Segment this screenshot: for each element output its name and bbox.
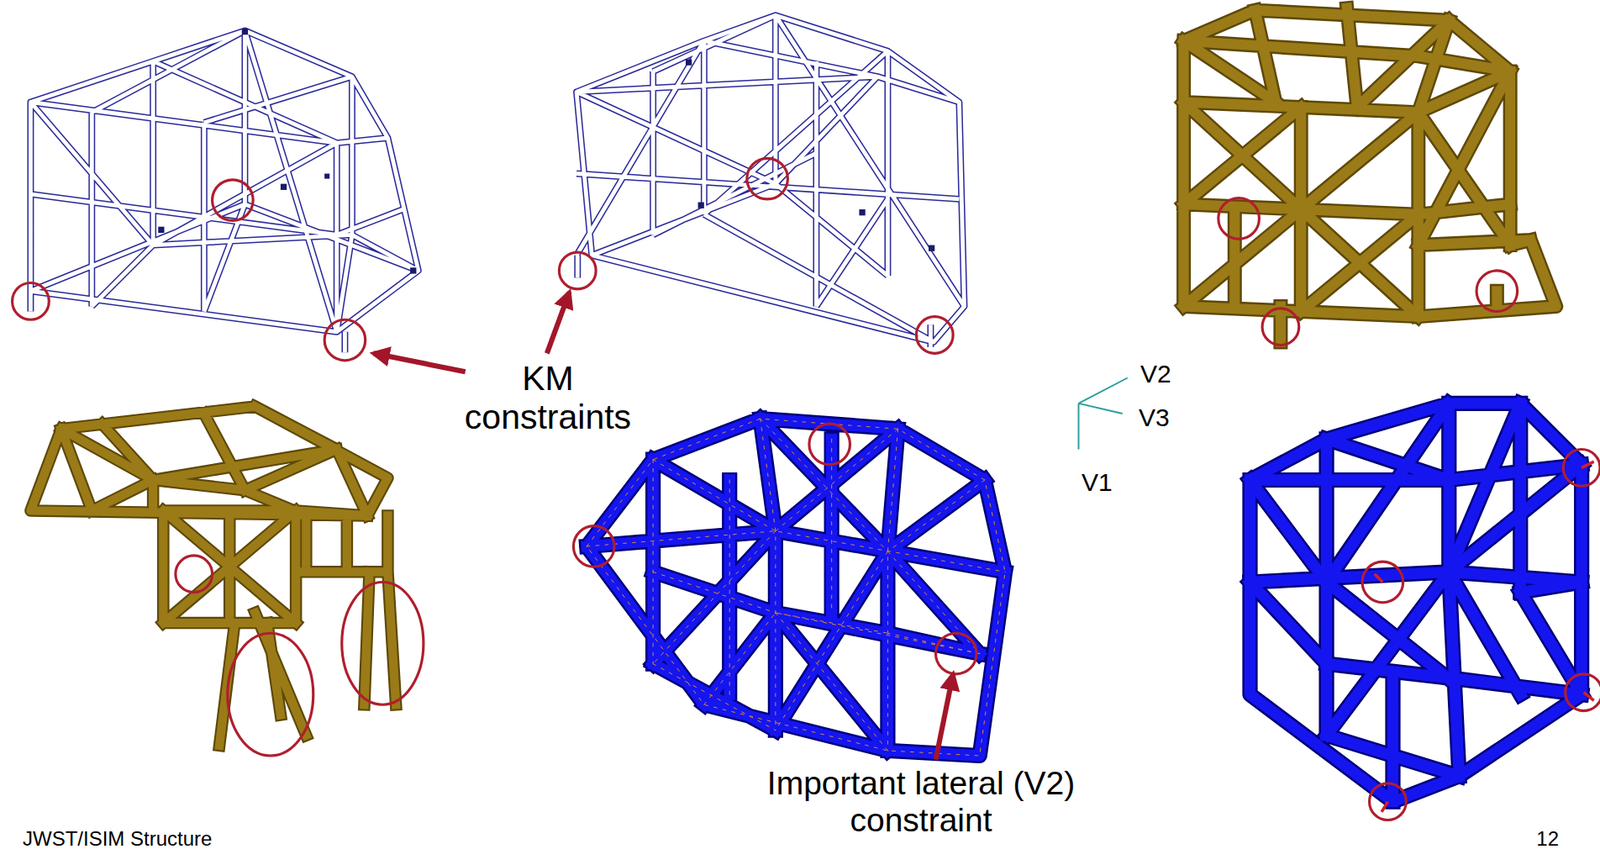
wireframe-truss <box>30 30 418 353</box>
node-marker <box>280 184 287 190</box>
constraint-circle <box>324 319 366 361</box>
footer-title: JWST/ISIM Structure <box>22 827 359 851</box>
wireframe-truss <box>576 15 964 348</box>
callout-label: Important lateral (V2) constraint <box>719 764 1123 838</box>
solid-truss-gold <box>1184 8 1557 343</box>
node-marker <box>324 173 330 179</box>
constraint-circle <box>1369 783 1407 821</box>
callout-label: KM constraints <box>442 359 653 437</box>
constraint-circle <box>747 157 789 200</box>
constraint-circle <box>1362 561 1404 603</box>
constraint-circle <box>1563 449 1600 487</box>
node-markers <box>157 28 935 274</box>
axis-label: V2 <box>1140 359 1200 389</box>
constraint-circle <box>936 632 978 674</box>
constraint-circle <box>175 555 213 593</box>
wireframe-truss <box>576 15 964 348</box>
constraint-circle <box>1218 198 1260 240</box>
solid-truss-gold <box>1184 8 1557 343</box>
mount-symbols <box>1374 461 1595 812</box>
axis-label: V1 <box>1081 468 1141 497</box>
node-marker <box>157 226 164 233</box>
axis-triad <box>1078 378 1128 450</box>
constraint-circle <box>915 316 953 354</box>
solid-truss-gold <box>30 406 396 746</box>
constraint-circle <box>1476 270 1518 312</box>
node-marker <box>698 202 705 209</box>
node-marker <box>410 267 416 274</box>
wireframe-truss <box>30 15 964 353</box>
node-marker <box>242 28 248 35</box>
node-marker <box>685 58 692 65</box>
solid-truss-blue <box>586 403 1582 802</box>
constraint-circle <box>1262 308 1300 346</box>
solid-truss-blue <box>586 418 1006 756</box>
constraint-circle <box>573 526 615 568</box>
constraint-ellipse <box>227 632 314 756</box>
callout-arrow <box>373 352 465 372</box>
constraint-circle <box>12 283 50 321</box>
solid-truss-blue <box>1250 403 1583 802</box>
solid-truss-gold <box>30 406 396 746</box>
solid-truss-blue <box>1250 403 1583 802</box>
page-number: 12 <box>1504 827 1559 851</box>
node-marker <box>858 209 865 216</box>
callout-arrow <box>547 291 570 353</box>
constraint-ellipse <box>342 581 424 705</box>
mount-symbol <box>1374 461 1595 812</box>
constraint-circle <box>212 179 254 222</box>
node-marker <box>928 245 935 252</box>
solid-truss-blue <box>586 418 1006 756</box>
constraint-circle <box>558 252 596 290</box>
axis-label: V3 <box>1138 403 1198 432</box>
callout-arrows <box>373 291 953 759</box>
constraint-circle <box>1565 673 1600 711</box>
callout-arrow <box>936 673 954 760</box>
axis-lines <box>1078 378 1128 450</box>
constraint-circles <box>12 157 1600 820</box>
wireframe-truss <box>30 30 418 353</box>
constraint-circle <box>809 423 851 465</box>
mesh-lines <box>586 418 1006 756</box>
